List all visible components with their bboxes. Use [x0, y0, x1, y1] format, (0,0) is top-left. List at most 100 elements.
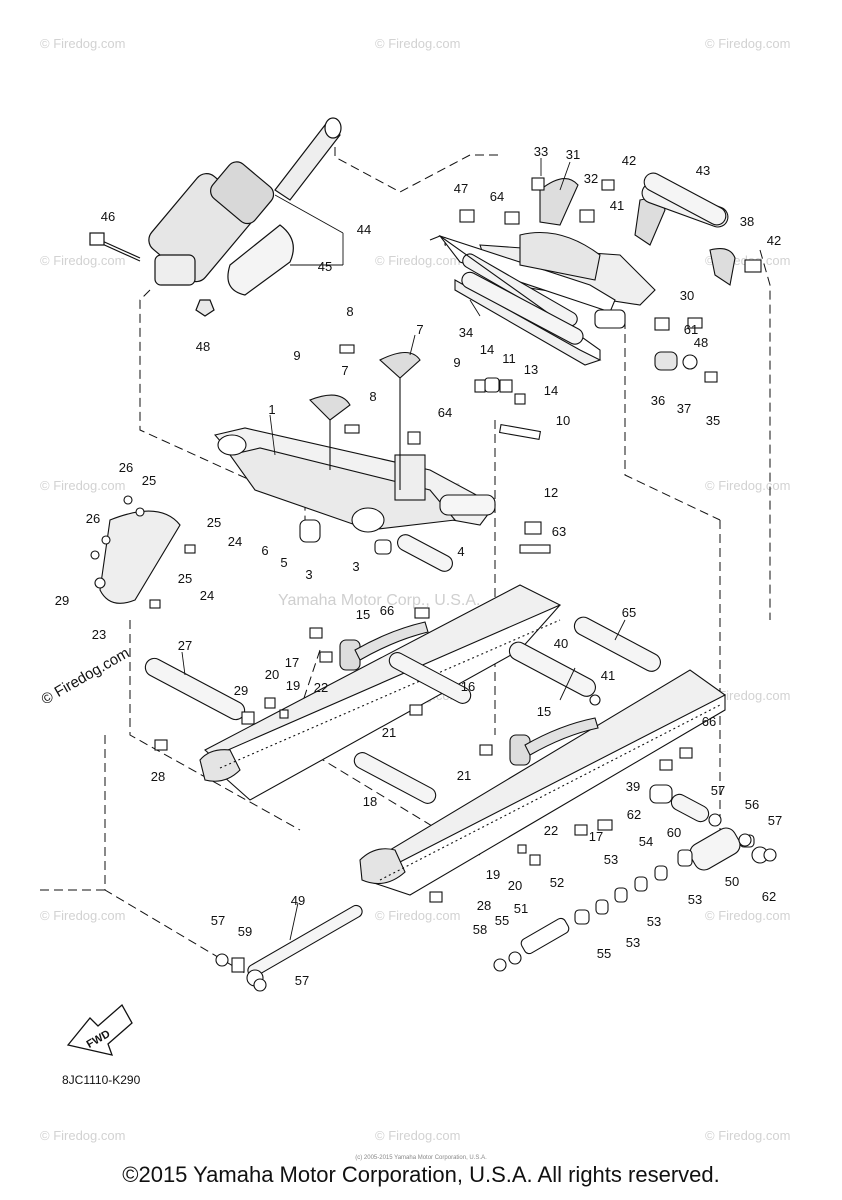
callout-number: 39: [626, 779, 640, 794]
callout-number: 14: [480, 342, 494, 357]
callout-number: 54: [639, 834, 653, 849]
callout-number: 53: [647, 914, 661, 929]
callout-number: 9: [453, 355, 460, 370]
callout-number: 24: [200, 588, 214, 603]
callout-number: 25: [142, 473, 156, 488]
callout-number: 37: [677, 401, 691, 416]
callout-number: 44: [357, 222, 371, 237]
callout-number: 53: [626, 935, 640, 950]
callout-number: 52: [550, 875, 564, 890]
callout-number: 38: [740, 214, 754, 229]
callout-number: 21: [382, 725, 396, 740]
slide-rails: [199, 584, 726, 896]
callout-number: 20: [508, 878, 522, 893]
callout-number: 21: [457, 768, 471, 783]
callout-number: 34: [459, 325, 473, 340]
callout-number: 41: [601, 668, 615, 683]
leader-lines: [181, 158, 626, 941]
links-and-hardware: [90, 495, 777, 992]
callout-number: 56: [745, 797, 759, 812]
callout-number: 18: [363, 794, 377, 809]
watermark-text: © Firedog.com: [375, 36, 460, 51]
callout-number: 30: [680, 288, 694, 303]
callout-number: 3: [352, 559, 359, 574]
callout-numbers: 1 3 3 4 5 6 7 7 8 8 9 9 10 11 12 13 14 1…: [55, 144, 782, 988]
callout-number: 40: [554, 636, 568, 651]
callout-number: 48: [196, 339, 210, 354]
watermark-text: © Firedog.com: [705, 478, 790, 493]
fwd-arrow-icon: FWD: [66, 1003, 133, 1056]
callout-number: 7: [341, 363, 348, 378]
callout-number: 23: [92, 627, 106, 642]
callout-number: 9: [293, 348, 300, 363]
watermark-text: © Firedog.com: [40, 908, 125, 923]
callout-number: 35: [706, 413, 720, 428]
watermark-text: © Firedog.com: [375, 908, 460, 923]
front-arm-assembly: [213, 344, 551, 554]
callout-number: 10: [556, 413, 570, 428]
callout-number: 22: [314, 680, 328, 695]
callout-number: 33: [534, 144, 548, 159]
callout-number: 24: [228, 534, 242, 549]
callout-number: 59: [238, 924, 252, 939]
watermark-text: © Firedog.com: [40, 253, 125, 268]
callout-number: 63: [552, 524, 566, 539]
callout-number: 22: [544, 823, 558, 838]
callout-number: 55: [597, 946, 611, 961]
callout-number: 60: [667, 825, 681, 840]
callout-number: 53: [604, 852, 618, 867]
watermark-text: © Firedog.com: [40, 478, 125, 493]
callout-number: 25: [178, 571, 192, 586]
callout-number: 28: [477, 898, 491, 913]
watermark-text: © Firedog.com: [40, 1128, 125, 1143]
rear-shock-absorber: [89, 117, 342, 317]
callout-number: 42: [767, 233, 781, 248]
callout-number: 14: [544, 383, 558, 398]
callout-number: 7: [416, 322, 423, 337]
center-watermark: Yamaha Motor Corp., U.S.A.: [278, 592, 480, 609]
callout-number: 6: [261, 543, 268, 558]
callout-number: 41: [610, 198, 624, 213]
callout-number: 27: [178, 638, 192, 653]
callout-number: 5: [280, 555, 287, 570]
callout-number: 43: [696, 163, 710, 178]
callout-number: 20: [265, 667, 279, 682]
callout-number: 3: [305, 567, 312, 582]
small-copyright: (c) 2005-2015 Yamaha Motor Corporation, …: [355, 1155, 487, 1161]
callout-number: 46: [101, 209, 115, 224]
watermark-text: © Firedog.com: [375, 1128, 460, 1143]
watermark-text: © Firedog.com: [705, 688, 790, 703]
callout-number: 19: [286, 678, 300, 693]
callout-number: 12: [544, 485, 558, 500]
callout-number: 49: [291, 893, 305, 908]
callout-number: 28: [151, 769, 165, 784]
callout-number: 64: [438, 405, 452, 420]
callout-number: 66: [380, 603, 394, 618]
callout-number: 61: [684, 322, 698, 337]
callout-number: 45: [318, 259, 332, 274]
callout-number: 62: [627, 807, 641, 822]
callout-number: 26: [86, 511, 100, 526]
watermark-text: © Firedog.com: [705, 36, 790, 51]
callout-number: 17: [589, 829, 603, 844]
callout-number: 66: [702, 714, 716, 729]
callout-number: 26: [119, 460, 133, 475]
callout-number: 11: [502, 351, 516, 366]
callout-number: 4: [457, 544, 464, 559]
callout-number: 17: [285, 655, 299, 670]
callout-number: 57: [211, 913, 225, 928]
callout-number: 16: [461, 679, 475, 694]
watermark-text: © Firedog.com: [705, 1128, 790, 1143]
callout-number: 57: [295, 973, 309, 988]
callout-number: 51: [514, 901, 528, 916]
callout-number: 1: [268, 402, 275, 417]
callout-number: 47: [454, 181, 468, 196]
callout-number: 65: [622, 605, 636, 620]
callout-number: 25: [207, 515, 221, 530]
watermark-text: © Firedog.com: [705, 908, 790, 923]
callout-number: 58: [473, 922, 487, 937]
callout-number: 29: [234, 683, 248, 698]
callout-number: 36: [651, 393, 665, 408]
